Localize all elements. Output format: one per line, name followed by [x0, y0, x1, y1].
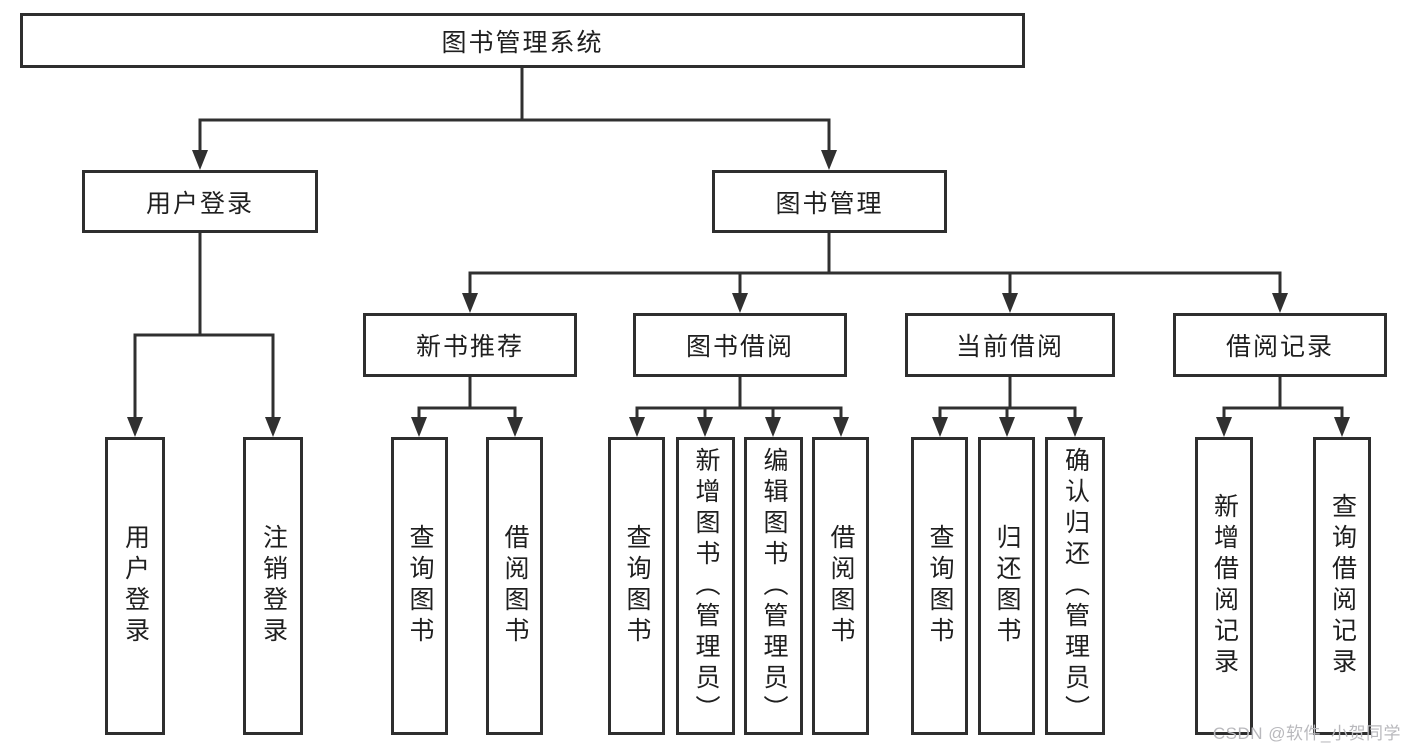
leaf-query-books-recommend: 查询图书	[391, 437, 448, 735]
node-current-borrowing: 当前借阅	[905, 313, 1115, 377]
leaf-add-borrow-record-label: 新增借阅记录	[1210, 493, 1239, 679]
leaf-query-books-borrowing: 查询图书	[608, 437, 665, 735]
leaf-query-books-borrowing-label: 查询图书	[623, 524, 651, 648]
leaf-add-borrow-record: 新增借阅记录	[1195, 437, 1253, 735]
node-book-management-label: 图书管理	[775, 189, 884, 218]
leaf-return-books: 归还图书	[978, 437, 1035, 735]
node-current-borrowing-label: 当前借阅	[955, 333, 1064, 361]
node-root: 图书管理系统	[20, 13, 1025, 68]
leaf-borrow-books-recommend-label: 借阅图书	[501, 524, 529, 648]
leaf-confirm-return-admin-label: 确认归还（管理员）	[1061, 446, 1090, 726]
node-borrowing-records-label: 借阅记录	[1225, 333, 1334, 361]
leaf-query-borrow-record: 查询借阅记录	[1313, 437, 1371, 735]
node-user-login: 用户登录	[82, 170, 318, 233]
leaf-logout-label: 注销登录	[259, 524, 288, 648]
node-new-book-recommend-label: 新书推荐	[415, 333, 524, 361]
leaf-query-books-current: 查询图书	[911, 437, 968, 735]
leaf-logout: 注销登录	[243, 437, 303, 735]
leaf-add-books-admin: 新增图书（管理员）	[676, 437, 735, 735]
leaf-borrow-books-recommend: 借阅图书	[486, 437, 543, 735]
leaf-borrow-books-label: 借阅图书	[827, 524, 855, 648]
leaf-edit-books-admin-label: 编辑图书（管理员）	[760, 446, 788, 726]
leaf-query-books-recommend-label: 查询图书	[406, 524, 434, 648]
node-user-login-label: 用户登录	[145, 189, 254, 218]
leaf-user-login: 用户登录	[105, 437, 165, 735]
leaf-add-books-admin-label: 新增图书（管理员）	[692, 446, 720, 726]
node-borrowing-records: 借阅记录	[1173, 313, 1387, 377]
node-new-book-recommend: 新书推荐	[363, 313, 577, 377]
leaf-return-books-label: 归还图书	[993, 524, 1021, 648]
leaf-edit-books-admin: 编辑图书（管理员）	[744, 437, 803, 735]
node-root-label: 图书管理系统	[441, 28, 604, 57]
leaf-query-borrow-record-label: 查询借阅记录	[1328, 493, 1357, 679]
node-book-borrowing: 图书借阅	[633, 313, 847, 377]
leaf-confirm-return-admin: 确认归还（管理员）	[1045, 437, 1105, 735]
node-book-management: 图书管理	[712, 170, 947, 233]
leaf-user-login-label: 用户登录	[121, 524, 150, 648]
leaf-query-books-current-label: 查询图书	[926, 524, 954, 648]
leaf-borrow-books: 借阅图书	[812, 437, 869, 735]
csdn-watermark: CSDN @软件_小贺同学	[1212, 724, 1401, 743]
node-book-borrowing-label: 图书借阅	[685, 333, 794, 361]
